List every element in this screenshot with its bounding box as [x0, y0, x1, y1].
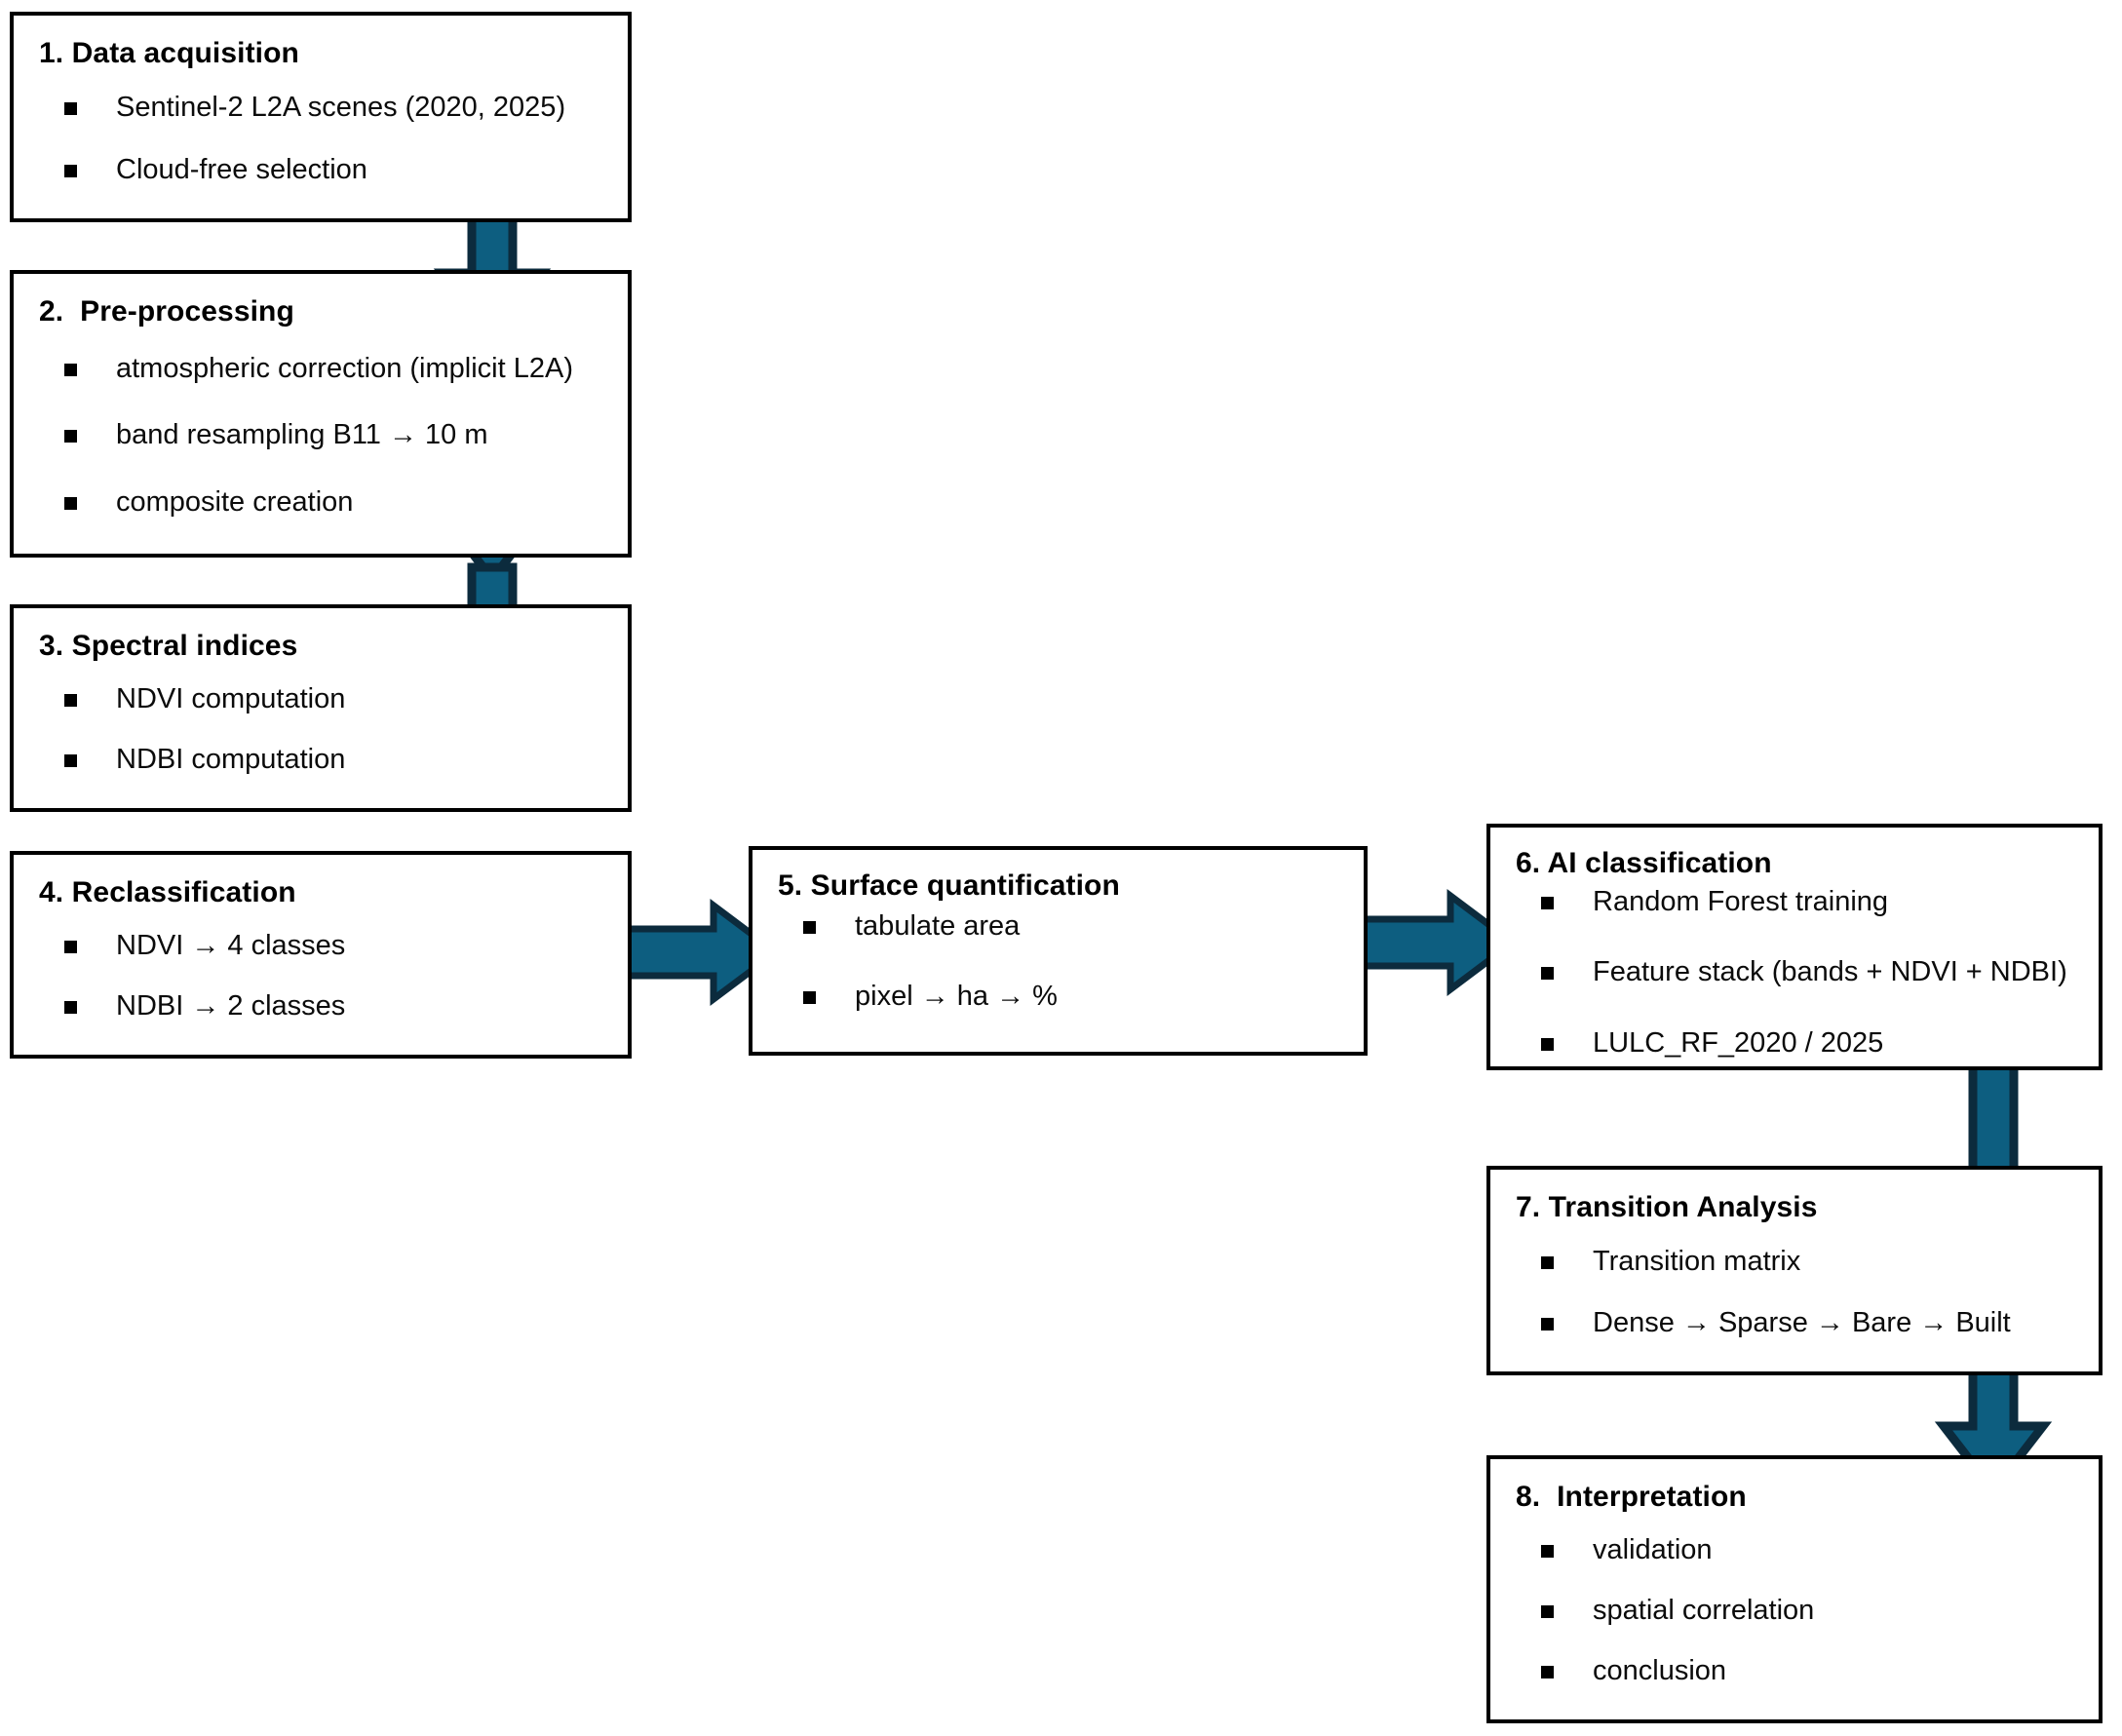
- list-item: Transition matrix: [1516, 1245, 2073, 1279]
- list-item: LULC_RF_2020 / 2025: [1516, 1026, 2073, 1061]
- step-box-content: 4. Reclassification NDVI → 4 classes NDB…: [14, 855, 628, 1055]
- list-item-label: band resampling B11 → 10 m: [116, 419, 488, 451]
- step-bullet-list: NDVI computation NDBI computation: [39, 664, 602, 791]
- list-item: NDVI computation: [39, 682, 602, 716]
- list-item: pixel → ha → %: [778, 980, 1338, 1014]
- step-bullet-list: atmospheric correction (implicit L2A) ba…: [39, 329, 602, 537]
- square-bullet-icon: [1541, 1666, 1554, 1679]
- list-item-label: atmospheric correction (implicit L2A): [116, 352, 573, 384]
- square-bullet-icon: [64, 164, 77, 177]
- square-bullet-icon: [1541, 1317, 1554, 1331]
- list-item-label: conclusion: [1593, 1655, 1727, 1687]
- list-item-label: NDVI computation: [116, 683, 346, 715]
- step-box-spectral-indices[interactable]: 3. Spectral indices NDVI computation NDB…: [10, 604, 632, 812]
- list-item-label: Transition matrix: [1593, 1245, 1801, 1277]
- list-item-label: Cloud-free selection: [116, 153, 367, 185]
- list-item-label: pixel → ha → %: [855, 981, 1058, 1013]
- list-item-label: NDBI → 2 classes: [116, 990, 346, 1022]
- step-box-content: 1. Data acquisition Sentinel-2 L2A scene…: [14, 16, 628, 218]
- step-box-pre-processing[interactable]: 2. Pre-processing atmospheric correction…: [10, 270, 632, 558]
- step-title: 8. Interpretation: [1516, 1481, 1747, 1513]
- step-bullet-list: NDVI → 4 classes NDBI → 2 classes: [39, 910, 602, 1038]
- list-item-label: tabulate area: [855, 909, 1021, 942]
- step-box-ai-classification[interactable]: 6. AI classification Random Forest train…: [1486, 824, 2103, 1070]
- step-box-content: 6. AI classification Random Forest train…: [1490, 828, 2099, 1066]
- step-box-content: 5. Surface quantification tabulate area …: [752, 850, 1364, 1052]
- square-bullet-icon: [64, 694, 77, 708]
- list-item: tabulate area: [778, 909, 1338, 944]
- list-item: band resampling B11 → 10 m: [39, 418, 602, 452]
- list-item: spatial correlation: [1516, 1594, 2073, 1628]
- list-item-label: LULC_RF_2020 / 2025: [1593, 1027, 1884, 1060]
- list-item-label: spatial correlation: [1593, 1595, 1815, 1627]
- square-bullet-icon: [64, 1001, 77, 1015]
- step-title: 6. AI classification: [1516, 847, 1772, 879]
- square-bullet-icon: [64, 497, 77, 511]
- step-box-content: 2. Pre-processing atmospheric correction…: [14, 274, 628, 554]
- list-item: validation: [1516, 1533, 2073, 1567]
- list-item: NDVI → 4 classes: [39, 929, 602, 963]
- list-item: NDBI computation: [39, 743, 602, 777]
- step-bullet-list: Random Forest training Feature stack (ba…: [1516, 881, 2073, 1098]
- list-item-label: Feature stack (bands + NDVI + NDBI): [1593, 956, 2067, 988]
- step-title: 4. Reclassification: [39, 876, 296, 908]
- list-item-label: Sentinel-2 L2A scenes (2020, 2025): [116, 91, 566, 123]
- list-item: NDBI → 2 classes: [39, 989, 602, 1023]
- list-item-label: NDVI → 4 classes: [116, 930, 346, 962]
- list-item-label: NDBI computation: [116, 744, 346, 776]
- step-bullet-list: Transition matrix Dense → Sparse → Bare …: [1516, 1225, 2073, 1355]
- list-item-label: Random Forest training: [1593, 885, 1889, 917]
- square-bullet-icon: [64, 430, 77, 444]
- step-title: 3. Spectral indices: [39, 630, 298, 662]
- list-item: Feature stack (bands + NDVI + NDBI): [1516, 955, 2073, 989]
- step-box-content: 8. Interpretation validation spatial cor…: [1490, 1459, 2099, 1719]
- list-item-label: composite creation: [116, 486, 354, 519]
- list-item-label: validation: [1593, 1534, 1713, 1566]
- step-box-interpretation[interactable]: 8. Interpretation validation spatial cor…: [1486, 1455, 2103, 1723]
- list-item: Random Forest training: [1516, 885, 2073, 919]
- step-box-reclassification[interactable]: 4. Reclassification NDVI → 4 classes NDB…: [10, 851, 632, 1059]
- step-box-content: 3. Spectral indices NDVI computation NDB…: [14, 608, 628, 808]
- list-item: atmospheric correction (implicit L2A): [39, 352, 602, 386]
- list-item: Sentinel-2 L2A scenes (2020, 2025): [39, 91, 602, 125]
- list-item-label: Dense → Sparse → Bare → Built: [1593, 1306, 2011, 1338]
- square-bullet-icon: [1541, 1605, 1554, 1619]
- list-item: Dense → Sparse → Bare → Built: [1516, 1306, 2073, 1340]
- step-box-content: 7. Transition Analysis Transition matrix…: [1490, 1170, 2099, 1371]
- list-item: composite creation: [39, 485, 602, 520]
- square-bullet-icon: [803, 991, 816, 1005]
- square-bullet-icon: [1541, 967, 1554, 981]
- step-bullet-list: Sentinel-2 L2A scenes (2020, 2025) Cloud…: [39, 71, 602, 202]
- square-bullet-icon: [1541, 896, 1554, 909]
- step-title: 1. Data acquisition: [39, 37, 299, 69]
- step-bullet-list: tabulate area pixel → ha → %: [778, 904, 1338, 1052]
- square-bullet-icon: [1541, 1255, 1554, 1269]
- step-title: 5. Surface quantification: [778, 869, 1120, 902]
- step-box-surface-quantification[interactable]: 5. Surface quantification tabulate area …: [749, 846, 1368, 1056]
- step-box-data-acquisition[interactable]: 1. Data acquisition Sentinel-2 L2A scene…: [10, 12, 632, 222]
- square-bullet-icon: [64, 101, 77, 115]
- square-bullet-icon: [803, 920, 816, 934]
- square-bullet-icon: [64, 754, 77, 768]
- square-bullet-icon: [1541, 1545, 1554, 1559]
- step-box-transition-analysis[interactable]: 7. Transition Analysis Transition matrix…: [1486, 1166, 2103, 1375]
- square-bullet-icon: [64, 941, 77, 954]
- step-title: 7. Transition Analysis: [1516, 1191, 1818, 1223]
- square-bullet-icon: [64, 363, 77, 376]
- list-item: Cloud-free selection: [39, 153, 602, 187]
- list-item: conclusion: [1516, 1654, 2073, 1688]
- square-bullet-icon: [1541, 1038, 1554, 1052]
- step-bullet-list: validation spatial correlation conclusio…: [1516, 1515, 2073, 1703]
- step-title: 2. Pre-processing: [39, 295, 294, 328]
